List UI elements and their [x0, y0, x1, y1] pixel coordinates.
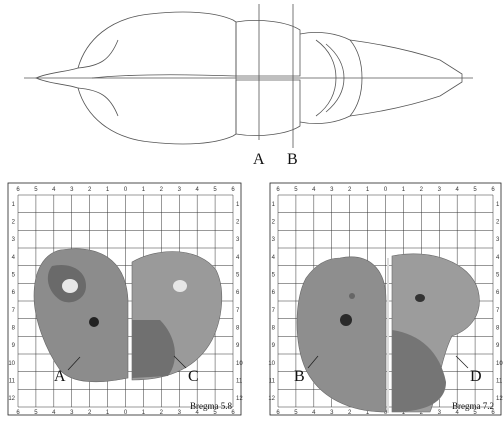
y-tick-label: 12	[236, 396, 243, 402]
ventricle-2	[173, 280, 187, 292]
spot	[349, 293, 355, 299]
bregma-right: Bregma 7.2	[452, 401, 494, 411]
bregma-left: Bregma 5.8	[190, 401, 232, 411]
label-d: D	[470, 368, 482, 385]
y-tick-label: 11	[9, 379, 16, 385]
cerebellum-upper	[236, 20, 300, 76]
section-label-b: B	[287, 151, 298, 168]
y-tick-label: 10	[236, 361, 243, 367]
section-label-a: A	[253, 151, 265, 168]
cerebellum-lower	[236, 80, 300, 136]
y-tick-label: 12	[268, 396, 275, 402]
label-b: B	[294, 368, 305, 385]
y-tick-label: 10	[8, 361, 15, 367]
lesion-mark-2	[340, 314, 352, 326]
y-tick-label: 12	[8, 396, 15, 402]
label-c: C	[188, 368, 199, 385]
y-tick-label: 10	[268, 361, 275, 367]
label-a: A	[54, 368, 66, 385]
y-tick-label: 10	[496, 361, 503, 367]
y-tick-label: 11	[269, 379, 276, 385]
y-tick-label: 12	[496, 396, 503, 402]
spot-2	[415, 294, 425, 302]
ventricle	[62, 279, 78, 293]
fissure-line	[92, 75, 236, 78]
brain-dorsal-outline	[24, 4, 473, 148]
y-tick-label: 11	[236, 379, 243, 385]
y-tick-label: 11	[496, 379, 503, 385]
lesion-mark	[89, 317, 99, 327]
